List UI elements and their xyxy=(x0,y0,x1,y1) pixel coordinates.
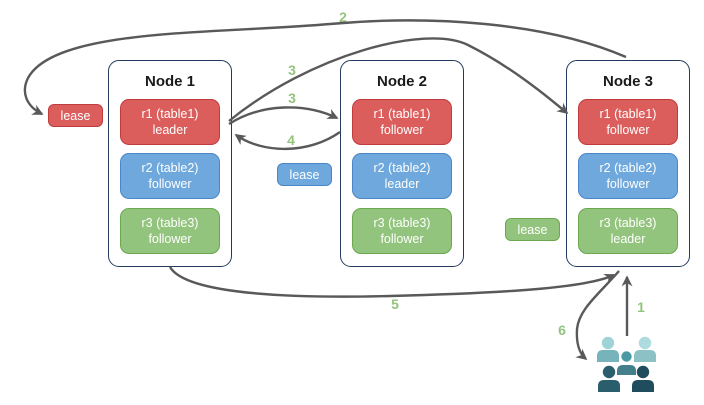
node-2-replica-r2: r2 (table2) leader xyxy=(352,153,452,199)
node-1-replica-r3: r3 (table3) follower xyxy=(120,208,220,254)
replica-role: leader xyxy=(152,123,188,137)
replica-role: follower xyxy=(148,177,192,191)
step-label-5: 5 xyxy=(391,296,399,312)
node-1-replica-r1: r1 (table1) leader xyxy=(120,99,220,145)
replica-name: r3 (table3) xyxy=(599,215,657,230)
lease-badge-r3: lease xyxy=(505,218,560,241)
arrow-step-6-node3-to-users xyxy=(575,270,620,361)
node-2-box: Node 2 r1 (table1) follower r2 (table2) … xyxy=(340,60,464,267)
replica-role: follower xyxy=(380,232,424,246)
step-label-1: 1 xyxy=(637,299,645,315)
node-3-replica-r1: r1 (table1) follower xyxy=(578,99,678,145)
lease-badge-r1: lease xyxy=(48,104,103,127)
node-3-title: Node 3 xyxy=(602,73,653,90)
node-1-replica-r2: r2 (table2) follower xyxy=(120,153,220,199)
replica-name: r2 (table2) xyxy=(141,160,199,175)
replica-role: follower xyxy=(606,123,650,137)
replica-role: follower xyxy=(606,177,650,191)
node-3-replica-r3: r3 (table3) leader xyxy=(578,208,678,254)
replica-role: follower xyxy=(148,232,192,246)
lease-badge-r2: lease xyxy=(277,163,332,186)
replica-name: r2 (table2) xyxy=(373,160,431,175)
node-2-replica-r3: r3 (table3) follower xyxy=(352,208,452,254)
arrow-step-3-node1-to-node2 xyxy=(228,106,339,126)
replica-name: r2 (table2) xyxy=(599,160,657,175)
replica-name: r1 (table1) xyxy=(599,106,657,121)
step-label-4: 4 xyxy=(287,132,295,148)
node-2-title: Node 2 xyxy=(376,73,427,90)
replica-role: leader xyxy=(384,177,420,191)
step-label-3b: 3 xyxy=(288,90,296,106)
users-group-icon xyxy=(597,336,656,392)
replica-name: r3 (table3) xyxy=(141,215,199,230)
step-label-3a: 3 xyxy=(288,62,296,78)
replica-name: r1 (table1) xyxy=(141,106,199,121)
node-3-box: Node 3 r1 (table1) follower r2 (table2) … xyxy=(566,60,690,267)
node-3-replica-r2: r2 (table2) follower xyxy=(578,153,678,199)
node-2-replica-r1: r1 (table1) follower xyxy=(352,99,452,145)
arrow-step-5-node1-to-node3 xyxy=(168,266,616,298)
node-1-title: Node 1 xyxy=(144,73,195,90)
replica-name: r1 (table1) xyxy=(373,106,431,121)
replica-role: follower xyxy=(380,123,424,137)
step-label-2: 2 xyxy=(339,9,347,25)
replica-name: r3 (table3) xyxy=(373,215,431,230)
replica-role: leader xyxy=(610,232,646,246)
node-1-box: Node 1 r1 (table1) leader r2 (table2) fo… xyxy=(108,60,232,267)
step-label-6: 6 xyxy=(558,322,566,338)
